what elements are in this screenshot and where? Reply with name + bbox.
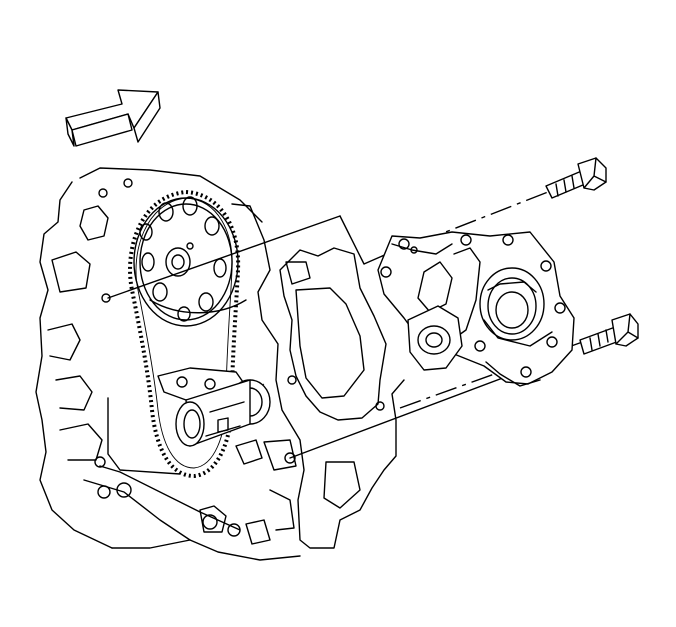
engine-block <box>35 167 301 561</box>
mounting-bolt-lower <box>579 313 639 355</box>
mounting-bolt-upper <box>545 157 607 199</box>
crankshaft-nose <box>175 379 271 465</box>
direction-arrow-icon <box>65 89 161 147</box>
timing-chain <box>128 189 241 479</box>
front-cover-plate <box>231 203 405 549</box>
oil-pump-assembly <box>377 231 575 387</box>
camshaft-sprocket <box>133 196 239 327</box>
alignment-lines <box>107 191 589 459</box>
